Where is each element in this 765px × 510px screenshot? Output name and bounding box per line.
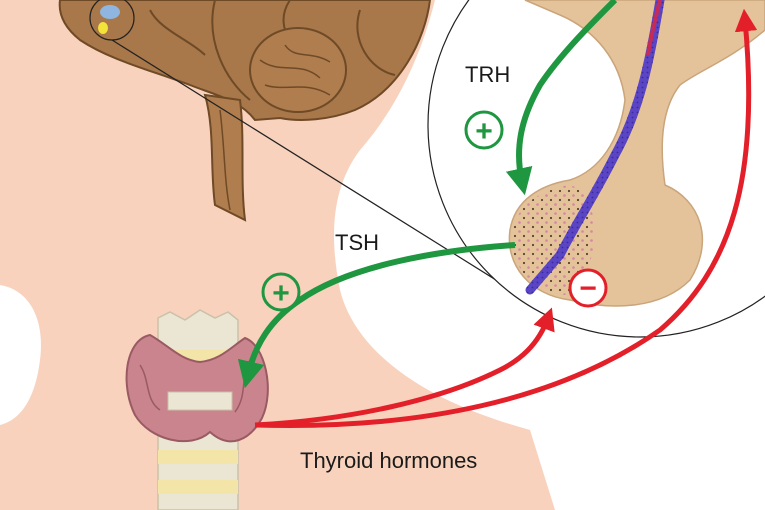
shoulder-cutout [0, 285, 41, 425]
feedback-arrow-pituitary [254, 307, 555, 428]
thyroid-hormones-label: Thyroid hormones [300, 448, 477, 473]
plus-sign-trh: + [464, 110, 504, 150]
tsh-arrow [237, 242, 516, 389]
tsh-label: TSH [335, 230, 379, 255]
thyroid-gland [125, 333, 269, 443]
trh-arrow [505, 0, 618, 196]
magnified-pituitary-view [427, 0, 765, 338]
trh-label: TRH [465, 62, 510, 87]
svg-text:+: + [475, 115, 493, 148]
svg-text:−: − [579, 272, 597, 305]
feedback-arrow-hypothalamus [254, 8, 758, 428]
zoom-connector-line [111, 39, 561, 321]
brain [58, 0, 432, 222]
minus-sign-feedback: − [568, 268, 608, 308]
plus-sign-tsh: + [261, 272, 301, 312]
svg-text:+: + [272, 277, 290, 310]
